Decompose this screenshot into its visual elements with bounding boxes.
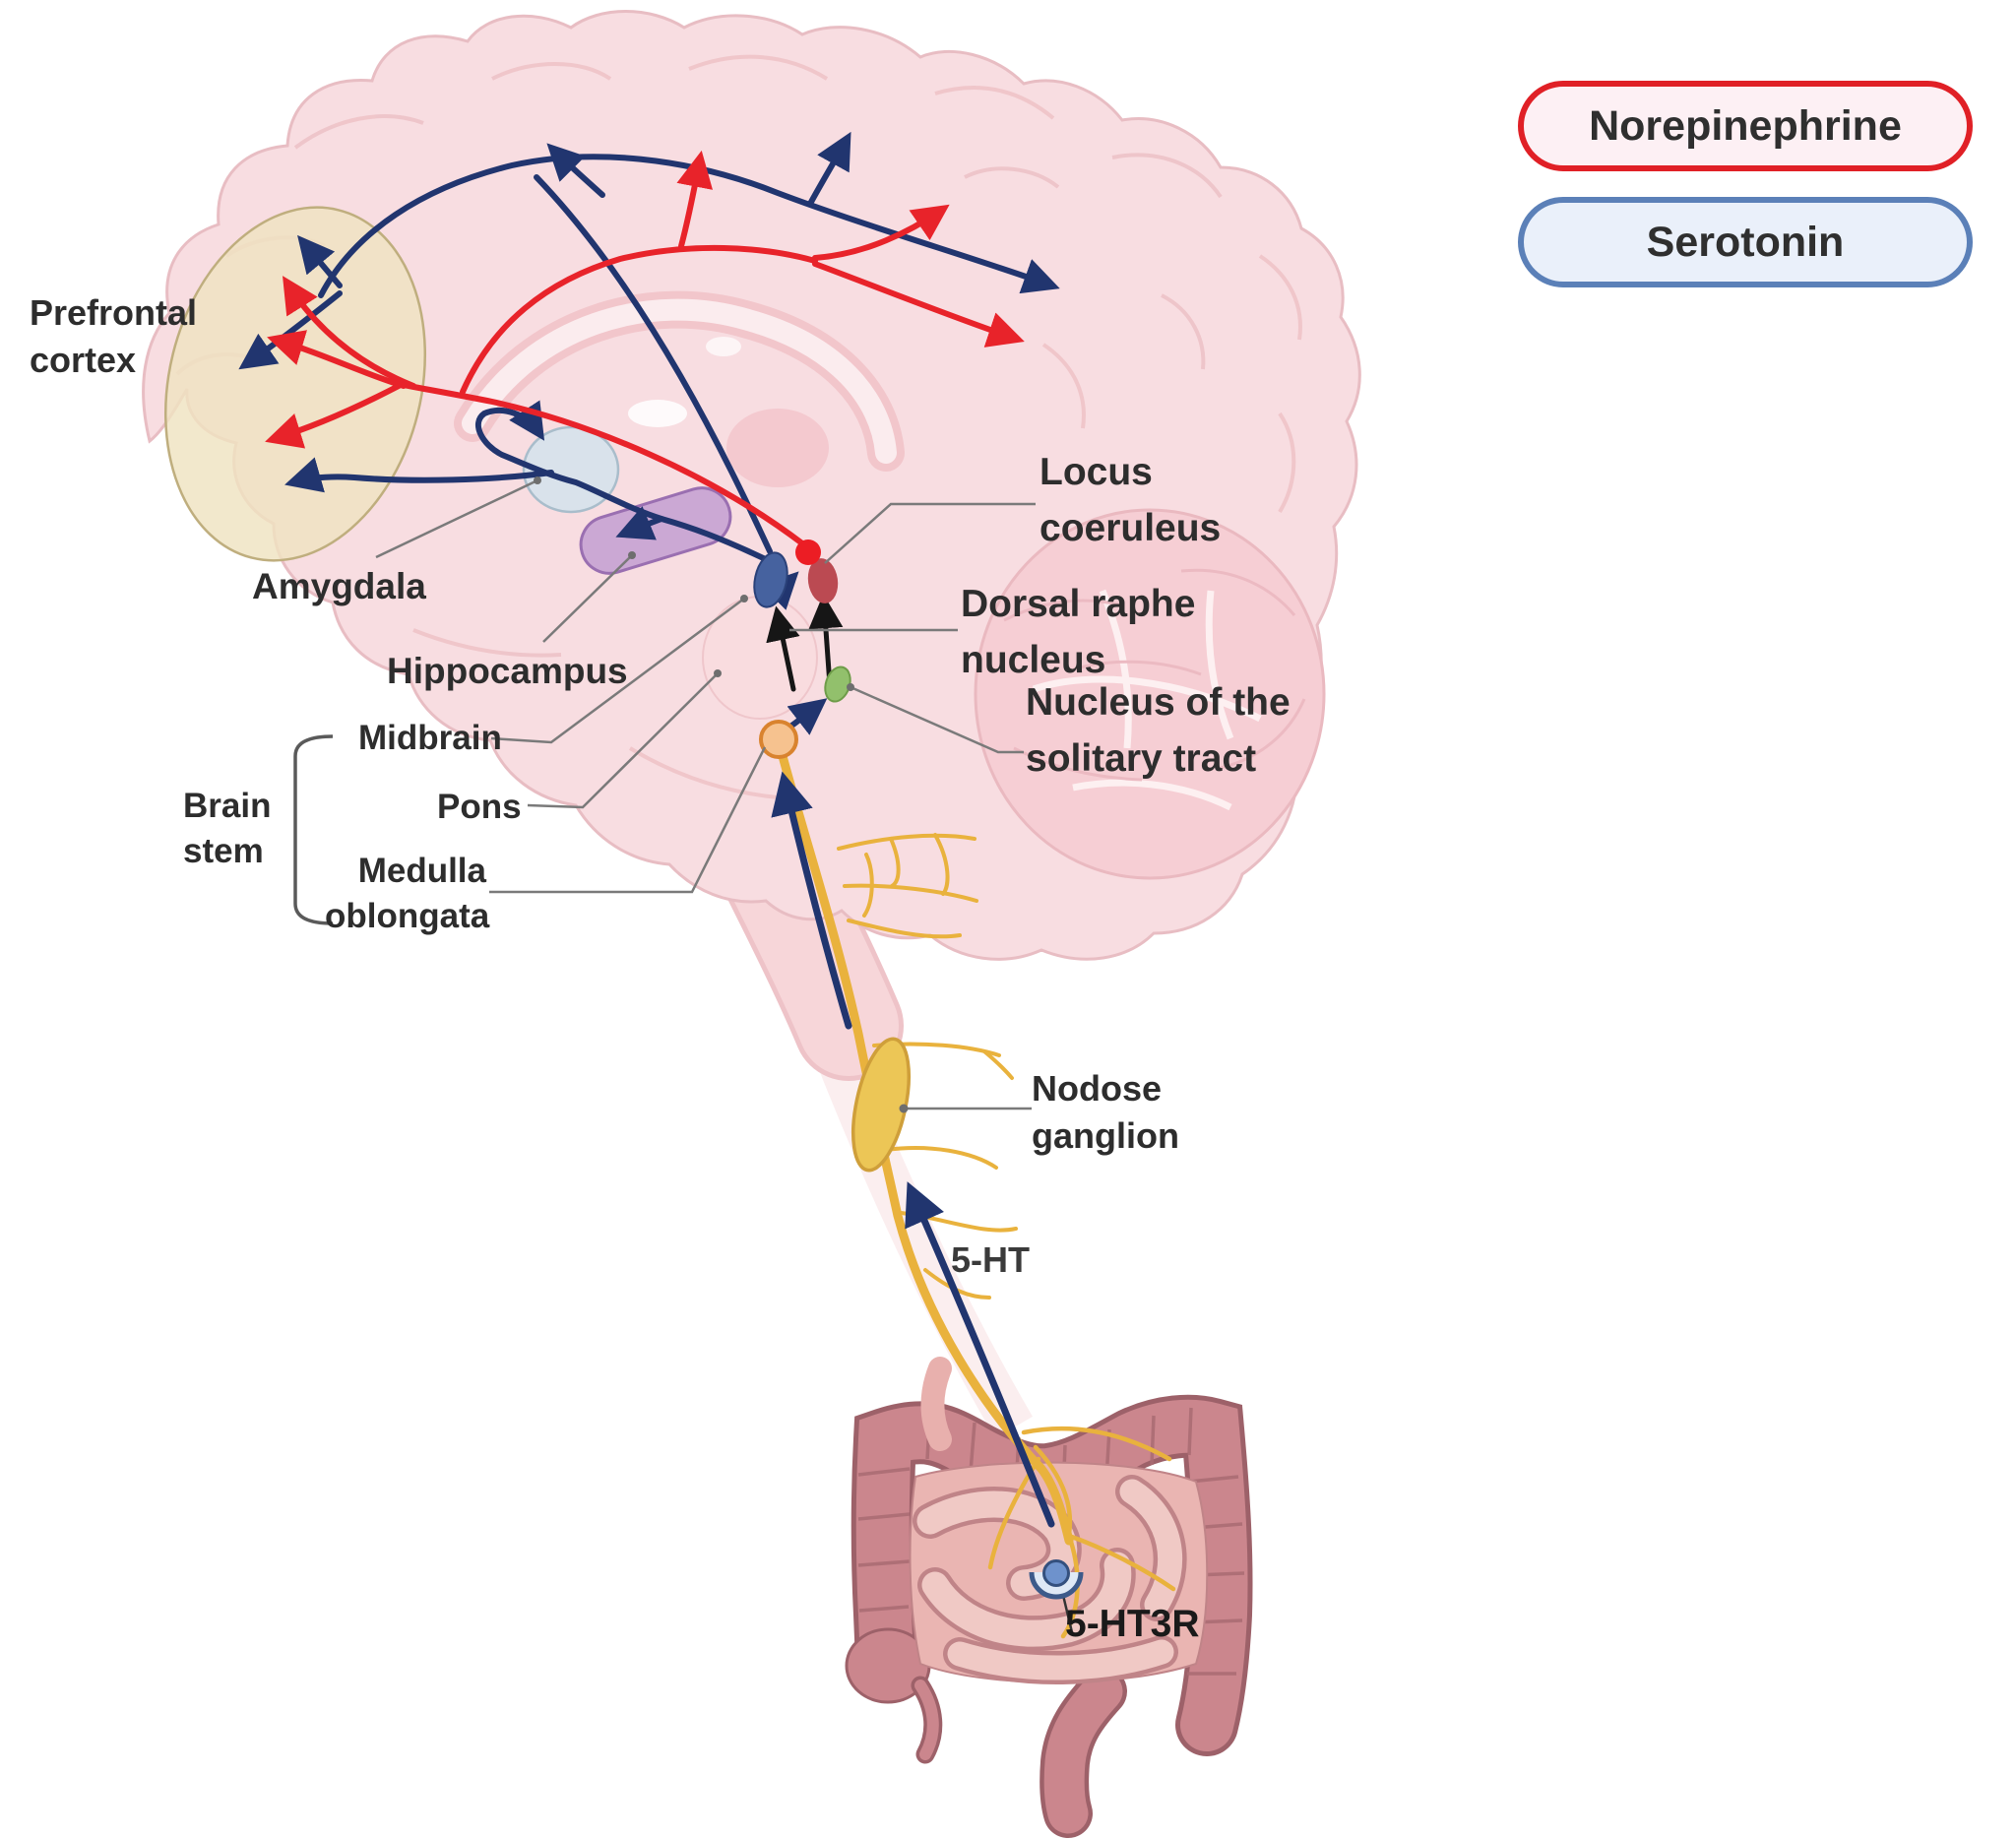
serotonin-arrow-to-nts xyxy=(787,698,828,735)
signal-arrow-to-raphe xyxy=(766,605,800,692)
serotonin-arrow-prefrontal-bottom xyxy=(284,457,554,493)
rectum xyxy=(1043,1671,1123,1834)
leader-nts xyxy=(850,685,1024,754)
legend-item-serotonin: Serotonin xyxy=(1518,197,1973,287)
label-5ht: 5-HT xyxy=(951,1239,1030,1280)
label-locus-coeruleus: Locus coeruleus xyxy=(1040,451,1222,549)
serotonin-arrow-hippocampus xyxy=(615,506,664,540)
vagus-branches-upper xyxy=(837,833,978,939)
norepinephrine-arrow-up xyxy=(676,150,713,249)
label-dorsal-raphe-nucleus: Dorsal raphe nucleus xyxy=(961,583,1196,681)
legend-label-serotonin: Serotonin xyxy=(1646,218,1845,266)
leader-lines xyxy=(375,476,1074,1633)
label-brain-stem: Brain stem xyxy=(183,787,272,871)
nuclei xyxy=(753,539,851,759)
serotonin-cortical-arc xyxy=(318,154,1060,298)
leader-midbrain xyxy=(490,597,745,744)
vagus-trunk xyxy=(778,751,1074,1546)
norepinephrine-arrow-up-right xyxy=(812,204,950,261)
small-intestine-coils xyxy=(913,1475,1187,1685)
label-medulla-oblongata: Medulla oblongata xyxy=(325,852,490,936)
legend-item-norepinephrine: Norepinephrine xyxy=(1518,81,1973,171)
signal-arrows xyxy=(766,594,844,692)
leader-medulla xyxy=(489,746,767,894)
norepinephrine-cortical-arc xyxy=(460,244,818,395)
norepinephrine-main xyxy=(396,381,805,546)
norepinephrine-arrow-prefrontal-top xyxy=(283,276,416,389)
area-postrema-region xyxy=(759,720,798,759)
norepinephrine-arrow-down-right xyxy=(812,261,1025,348)
label-5ht3r: 5-HT3R xyxy=(1065,1603,1200,1645)
legend-label-norepinephrine: Norepinephrine xyxy=(1589,101,1902,150)
serotonin-vagal-arrow-upper xyxy=(771,771,852,1030)
serotonin-vagal-arrow-lower xyxy=(905,1181,1055,1528)
ventricle xyxy=(628,400,687,427)
serotonin-arrow-up-right xyxy=(807,131,851,207)
label-midbrain: Midbrain xyxy=(358,719,502,757)
leader-pons xyxy=(527,672,719,809)
label-nodose-ganglion: Nodose ganglion xyxy=(1032,1068,1179,1156)
cerebellum xyxy=(974,508,1326,880)
leader-amygdala xyxy=(375,478,538,559)
label-prefrontal-cortex: Prefrontal cortex xyxy=(30,292,198,380)
raphe-shadow-region xyxy=(807,558,839,603)
pons-bulge xyxy=(702,596,818,720)
brainstem-bracket xyxy=(293,734,334,925)
label-amygdala: Amygdala xyxy=(252,566,426,606)
norepinephrine-arrow-prefrontal-mid xyxy=(267,330,407,389)
dorsal-raphe-nucleus-region xyxy=(753,551,788,608)
label-hippocampus: Hippocampus xyxy=(387,651,628,691)
thalamus xyxy=(726,409,829,487)
prefrontal-cortex-region xyxy=(163,206,427,562)
brain-illustration xyxy=(142,10,1361,1439)
label-nucleus-solitary-tract: Nucleus of the solitary tract xyxy=(1026,681,1291,780)
signal-arrow-to-locus xyxy=(808,594,844,688)
leader-locus-coeruleus xyxy=(824,502,1036,564)
appendix xyxy=(914,1680,939,1760)
esophagus-streak xyxy=(811,1035,1034,1439)
intestine-illustration xyxy=(845,1357,1253,1838)
ventricle-small xyxy=(706,337,741,356)
5ht3-receptor-icon xyxy=(1029,1559,1084,1600)
duodenum-stub xyxy=(920,1357,952,1451)
norepinephrine-arrow-prefrontal-low xyxy=(265,383,402,449)
colon xyxy=(855,1399,1248,1751)
locus-coeruleus-region xyxy=(795,539,821,565)
serotonin-arrow-up-left xyxy=(546,143,605,198)
legend: Norepinephrine Serotonin xyxy=(1518,81,1973,287)
serotonin-arrow-prefrontal-top xyxy=(297,234,343,288)
leader-hippocampus xyxy=(542,554,633,643)
leader-dots xyxy=(534,476,909,1113)
norepinephrine-pathways xyxy=(265,150,1025,546)
label-pons: Pons xyxy=(437,788,522,826)
corpus-callosum-inner xyxy=(462,298,897,464)
